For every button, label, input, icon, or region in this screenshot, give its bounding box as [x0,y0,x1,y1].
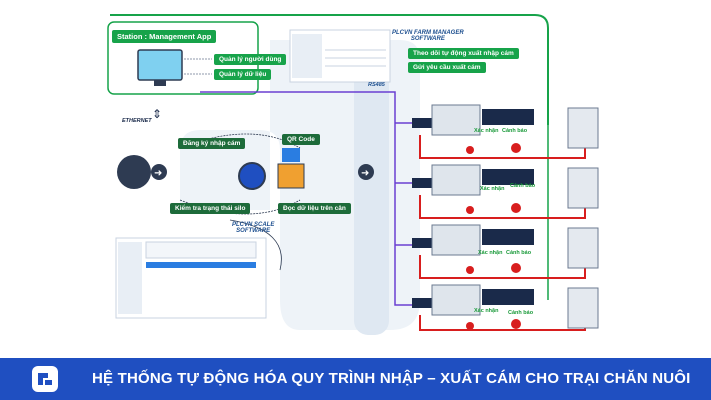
scale-device-icon [117,155,151,189]
arrow-circle [358,164,374,180]
feature-check-silo: Kiểm tra trạng thái silo [170,203,251,214]
red-power-line [419,255,586,279]
row-2-confirm-label: Xác nhận [480,186,505,192]
electrical-cabinet-icon [567,227,599,269]
footer-title: HỆ THỐNG TỰ ĐỘNG HÓA QUY TRÌNH NHẬP – XU… [92,370,691,387]
feature-qr-code: QR Code [282,134,320,145]
led-display [482,229,534,245]
red-power-line [419,195,586,219]
row-1-alert-label: Cảnh báo [502,128,528,134]
green-frame [110,14,549,125]
confirm-button-icon [466,322,474,330]
controller-box [412,298,432,308]
controller-box [412,118,432,128]
row-4-confirm-label: Xác nhận [474,308,499,314]
led-display [482,109,534,125]
feature-read-scale: Đọc dữ liệu trên cân [278,203,351,214]
controller-box [412,238,432,248]
screenshot-header [145,241,257,259]
worker-icon [238,162,266,190]
alarm-light-icon [511,203,521,213]
silo-group-icon [431,104,481,136]
arrow-circle [151,164,167,180]
silo-row-2 [412,164,599,219]
row-3-alert-label: Cảnh báo [506,250,532,256]
feature-request-export: Gửi yêu cầu xuất cám [408,62,486,73]
farm-manager-caption: PLCVN FARM MANAGER SOFTWARE [392,30,464,42]
row-4-alert-label: Cảnh báo [508,310,534,316]
central-pillar [354,40,389,335]
rs485-line [200,91,420,306]
station-item-users: Quản lý người dùng [214,54,287,65]
station-title: Station : Management App [112,30,217,43]
screenshot-sidebar [118,242,142,314]
electrical-cabinet-icon [567,167,599,209]
scale-software-caption: PLCVN SCALE SOFTWARE [232,222,275,234]
diagram-lines: ⇕ ➜ ➜ [107,14,599,335]
alarm-light-icon [511,263,521,273]
right-arrow-icon: ➜ [361,168,369,179]
controller-box [412,178,432,188]
electrical-cabinet-icon [567,107,599,149]
monitor-icon [137,49,183,81]
silo-row-4 [412,284,599,331]
company-logo-icon [32,366,58,392]
alarm-light-icon [511,143,521,153]
red-power-line [419,135,586,159]
led-display [482,169,534,185]
confirm-button-icon [466,206,474,214]
silo-row-1 [412,104,599,159]
feature-register-feed: Đăng ký nhập cám [178,138,246,149]
confirm-button-icon [466,266,474,274]
silo-group-icon [431,224,481,256]
ethernet-arrow-icon: ⇕ [152,107,162,121]
silo-group-icon [431,164,481,196]
electrical-cabinet-icon [567,287,599,329]
row-1-confirm-label: Xác nhận [474,128,499,134]
confirm-button-icon [466,146,474,154]
row-3-confirm-label: Xác nhận [478,250,503,256]
station-item-data: Quản lý dữ liệu [214,69,272,80]
led-display [482,289,534,305]
ethernet-label: ETHERNET [122,118,152,124]
alarm-light-icon [511,319,521,329]
callout-line [229,219,282,271]
qr-code-icon [282,148,300,162]
feature-auto-tracking: Theo dõi tự động xuất nhập cám [408,48,519,59]
footer-banner: HỆ THỐNG TỰ ĐỘNG HÓA QUY TRÌNH NHẬP – XU… [0,358,711,400]
monitor-stand [154,80,166,86]
rs485-label: RS485 [368,82,385,88]
row-2-alert-label: Cảnh báo [510,183,536,189]
red-power-line [419,315,586,331]
screenshot-bar [146,262,256,268]
silo-group-icon [431,284,481,316]
right-arrow-icon: ➜ [154,168,162,179]
operator-icon [277,163,305,189]
silo-row-3 [412,224,599,279]
screenshot-sidebar [292,34,322,78]
